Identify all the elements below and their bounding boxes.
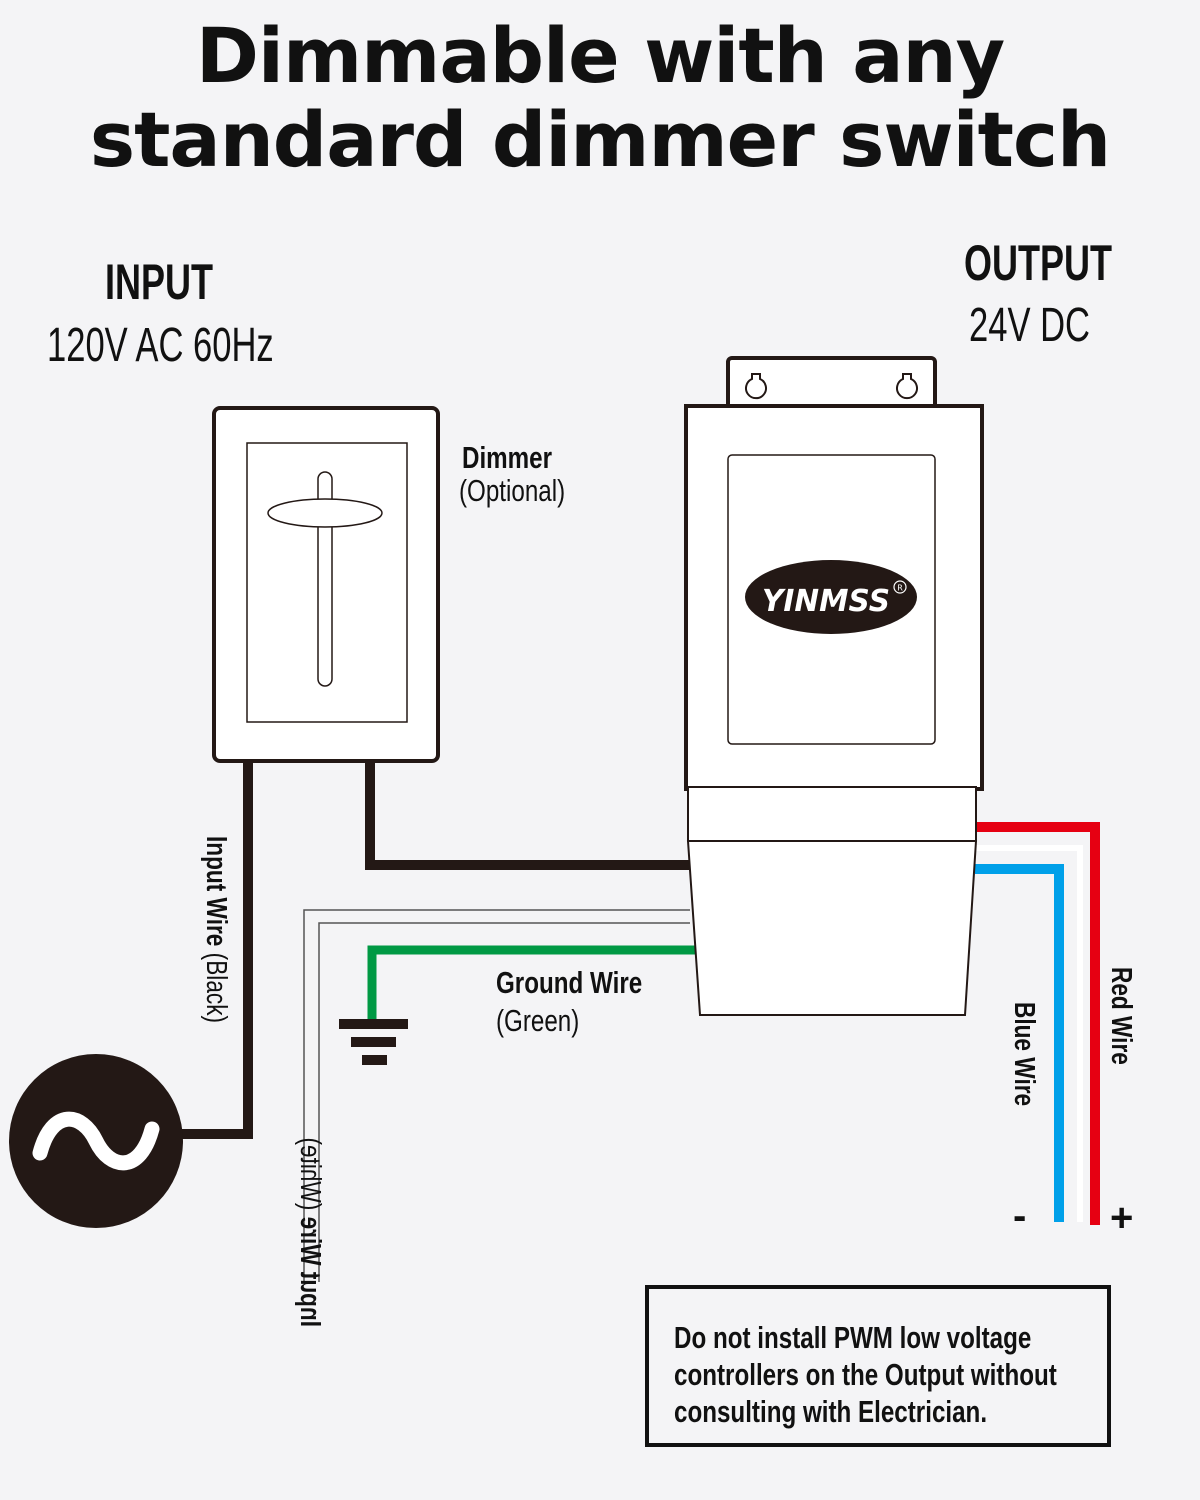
blue-wire-label: Blue Wire <box>1008 1002 1040 1107</box>
white-input-wire-color: (White) <box>294 1137 326 1211</box>
positive-terminal-sign: + <box>1110 1196 1134 1240</box>
power-driver-unit <box>684 356 984 1016</box>
red-blue-separator <box>975 845 1083 1222</box>
black-input-wire <box>175 760 690 1139</box>
output-heading: OUTPUT <box>964 235 1112 291</box>
dimmer-switch <box>212 406 440 763</box>
page-title-line-1: Dimmable with any <box>195 11 1005 100</box>
blue-output-wire <box>975 864 1064 1222</box>
black-input-wire-name: Input Wire <box>200 836 232 947</box>
ground-wire-label: Ground Wire <box>496 965 643 1000</box>
brand-logo: YINMSS R <box>745 560 917 634</box>
ac-sine-icon <box>9 1054 183 1228</box>
brand-logo-text: YINMSS <box>762 584 890 619</box>
output-spec: 24V DC <box>969 299 1091 352</box>
warning-line-2: controllers on the Output without <box>674 1357 1057 1392</box>
red-wire-label: Red Wire <box>1105 967 1137 1065</box>
dimmer-label: Dimmer <box>462 440 553 475</box>
blue-wire-name: Blue Wire <box>1008 1002 1040 1107</box>
white-input-wire-name: Input Wire <box>294 1216 326 1327</box>
white-input-wire-label: Input Wire (White) <box>294 1137 326 1327</box>
warning-line-1: Do not install PWM low voltage <box>674 1320 1032 1355</box>
registered-mark: R <box>897 584 903 593</box>
ground-symbol-icon <box>339 1019 408 1065</box>
ground-wire-color: (Green) <box>496 1003 580 1038</box>
page-title-line-2: standard dimmer switch <box>89 95 1111 184</box>
black-input-wire-label: Input Wire (Black) <box>200 836 232 1024</box>
black-input-wire-color: (Black) <box>200 952 232 1024</box>
warning-note-box: Do not install PWM low voltage controlle… <box>645 1285 1111 1447</box>
input-spec: 120V AC 60Hz <box>47 319 274 372</box>
green-ground-wire <box>367 945 697 1022</box>
red-wire-name: Red Wire <box>1105 967 1137 1065</box>
warning-line-3: consulting with Electrician. <box>674 1394 988 1429</box>
keyhole-icon <box>745 373 918 400</box>
negative-terminal-sign: - <box>1013 1194 1027 1238</box>
dimmer-optional-note: (Optional) <box>459 473 566 508</box>
red-output-wire <box>975 822 1100 1225</box>
input-heading: INPUT <box>105 254 213 310</box>
white-input-wire <box>303 909 690 1282</box>
